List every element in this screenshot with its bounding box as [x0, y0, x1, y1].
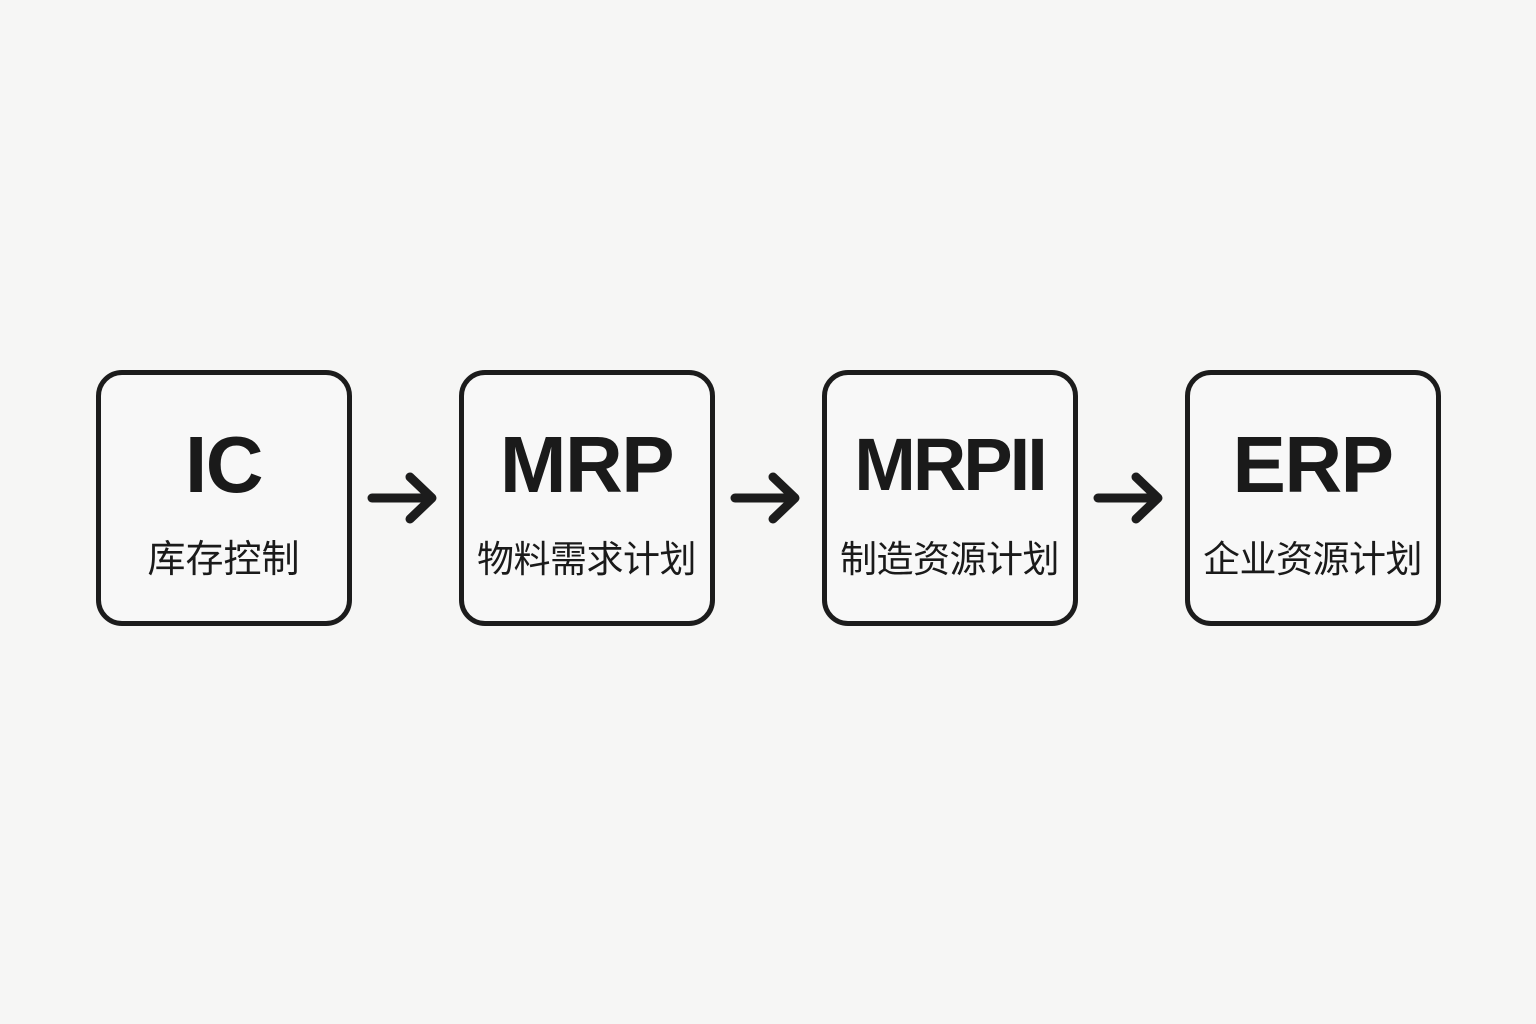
stage-node-ic[interactable]: IC 库存控制 — [95, 370, 352, 626]
stage-subtitle: 制造资源计划 — [840, 539, 1060, 580]
right-arrow-icon — [715, 463, 822, 533]
flow-sequence: IC 库存控制 MRP 物料需求计划 — [0, 370, 1536, 626]
stage-subtitle: 库存控制 — [147, 539, 300, 581]
right-arrow-icon — [1078, 463, 1185, 533]
stage-acronym: MRPII — [854, 423, 1048, 506]
stage-subtitle: 企业资源计划 — [1203, 539, 1423, 580]
stage-subtitle: 物料需求计划 — [477, 539, 697, 580]
stage-node-mrp[interactable]: MRP 物料需求计划 — [458, 370, 715, 626]
stage-acronym: IC — [185, 420, 264, 509]
right-arrow-icon — [352, 463, 459, 533]
stage-acronym: ERP — [1232, 420, 1395, 509]
stage-acronym: MRP — [499, 420, 675, 509]
stage-node-mrpii[interactable]: MRPII 制造资源计划 — [821, 370, 1078, 626]
stage-node-erp[interactable]: ERP 企业资源计划 — [1184, 370, 1441, 626]
